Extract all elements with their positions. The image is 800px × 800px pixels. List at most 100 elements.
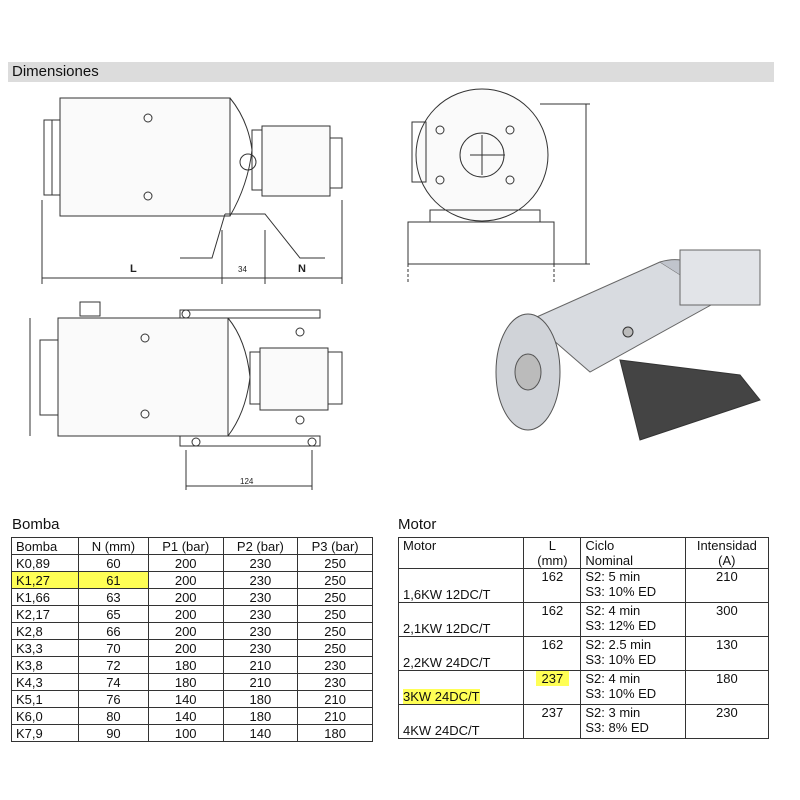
label-124: 124 — [240, 477, 254, 486]
table-cell: K3,3 — [11, 639, 79, 657]
table-cell: 61 — [78, 571, 149, 589]
dimension-drawings: L 34 N 124 — [29, 88, 761, 490]
bomba-header-cell: P3 (bar) — [297, 537, 373, 555]
bomba-header-cell: P2 (bar) — [222, 537, 299, 555]
motor-current-value: 180 — [716, 671, 738, 686]
table-cell: 72 — [78, 656, 149, 674]
table-cell: 63 — [78, 588, 149, 606]
table-cell: 250 — [297, 622, 373, 640]
cycle-s2: S2: 4 min — [585, 671, 641, 686]
motor-current-cell: 130 — [684, 636, 770, 671]
motor-header-motor: Motor — [397, 537, 525, 569]
table-cell: 230 — [222, 639, 299, 657]
table-cell: 200 — [147, 571, 224, 589]
motor-l-value: 237 — [535, 671, 570, 686]
table-cell: 70 — [78, 639, 149, 657]
table-cell: 210 — [297, 690, 373, 708]
cycle-s3: S3: 10% ED — [585, 584, 657, 599]
motor-l-value: 162 — [541, 637, 564, 652]
side-view-drawing — [41, 96, 343, 284]
table-cell: 65 — [78, 605, 149, 623]
motor-name-cell: 4KW 24DC/T — [397, 704, 525, 739]
motor-current-value: 130 — [716, 637, 738, 652]
table-cell: 90 — [78, 724, 149, 742]
table-cell: 230 — [222, 571, 299, 589]
table-cell: 80 — [78, 707, 149, 725]
table-cell: 74 — [78, 673, 149, 691]
table-cell: 180 — [222, 690, 299, 708]
table-cell: K7,9 — [11, 724, 79, 742]
label-34: 34 — [238, 265, 247, 274]
motor-header-l: L(mm) — [523, 537, 582, 569]
motor-name: 2,2KW 24DC/T — [403, 655, 491, 670]
table-cell: 180 — [222, 707, 299, 725]
table-cell: 200 — [147, 639, 224, 657]
motor-name-cell: 3KW 24DC/T — [397, 670, 525, 705]
table-cell: K6,0 — [11, 707, 79, 725]
cycle-s3: S3: 10% ED — [585, 686, 657, 701]
table-cell: K0,89 — [11, 554, 79, 572]
motor-l-value: 162 — [541, 569, 564, 584]
motor-current-value: 230 — [716, 705, 738, 720]
motor-name: 2,1KW 12DC/T — [403, 621, 491, 636]
table-cell: 230 — [222, 622, 299, 640]
table-cell: 76 — [78, 690, 149, 708]
end-view-drawing — [407, 88, 590, 282]
bomba-header-cell: N (mm) — [78, 537, 149, 555]
table-cell: K5,1 — [11, 690, 79, 708]
table-cell: 250 — [297, 571, 373, 589]
table-cell: 250 — [297, 588, 373, 606]
bomba-title: Bomba — [12, 516, 60, 533]
table-cell: 230 — [222, 554, 299, 572]
motor-name-cell: 2,2KW 24DC/T — [397, 636, 525, 671]
label-N: N — [298, 263, 306, 275]
cycle-s3: S3: 10% ED — [585, 652, 657, 667]
table-cell: 140 — [222, 724, 299, 742]
table-cell: 230 — [297, 656, 373, 674]
motor-header-current: Intensidad(A) — [684, 537, 770, 569]
table-cell: 210 — [297, 707, 373, 725]
top-view-drawing — [29, 301, 343, 490]
motor-current-cell: 210 — [684, 568, 770, 603]
table-cell: 200 — [147, 588, 224, 606]
motor-current-cell: 180 — [684, 670, 770, 705]
motor-l-cell: 162 — [523, 636, 582, 671]
motor-current-cell: 230 — [684, 704, 770, 739]
motor-current-value: 300 — [716, 603, 738, 618]
table-cell: 140 — [147, 690, 224, 708]
table-cell: K2,8 — [11, 622, 79, 640]
motor-name-cell: 1,6KW 12DC/T — [397, 568, 525, 603]
table-cell: 100 — [147, 724, 224, 742]
bomba-header-cell: Bomba — [11, 537, 79, 555]
section-title: Dimensiones — [12, 63, 99, 80]
table-cell: 60 — [78, 554, 149, 572]
cycle-s2: S2: 4 min — [585, 603, 641, 618]
motor-l-value: 237 — [541, 705, 564, 720]
isometric-view-drawing — [495, 249, 761, 441]
motor-current-cell: 300 — [684, 602, 770, 637]
motor-name: 1,6KW 12DC/T — [403, 587, 491, 602]
table-cell: 230 — [297, 673, 373, 691]
cycle-s3: S3: 12% ED — [585, 618, 657, 633]
table-cell: K3,8 — [11, 656, 79, 674]
